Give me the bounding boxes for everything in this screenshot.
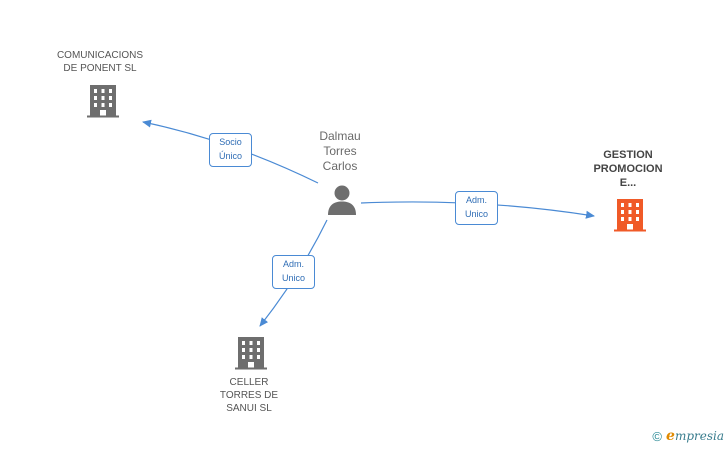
edge-label-adm-unico: Adm. Unico [455, 191, 498, 225]
node-gestion-label[interactable]: GESTION PROMOCION E... [593, 149, 663, 189]
node-celler-label[interactable]: CELLER TORRES DE SANUI SL [219, 377, 279, 414]
building-icon[interactable] [86, 84, 120, 118]
person-icon[interactable] [327, 184, 357, 216]
empresia-logo[interactable]: empresia [666, 428, 724, 444]
edge-label-socio-unico: Socio Único [209, 133, 252, 167]
node-comunicacions-label[interactable]: COMUNICACIONS DE PONENT SL [56, 50, 144, 74]
copyright-symbol: © [652, 428, 663, 444]
footer-credit: © empresia [652, 428, 724, 444]
edge-label-adm-unico: Adm. Unico [272, 255, 315, 289]
node-person-label[interactable]: Dalmau Torres Carlos [319, 129, 361, 173]
building-icon[interactable] [234, 336, 268, 370]
building-icon[interactable] [613, 198, 647, 232]
